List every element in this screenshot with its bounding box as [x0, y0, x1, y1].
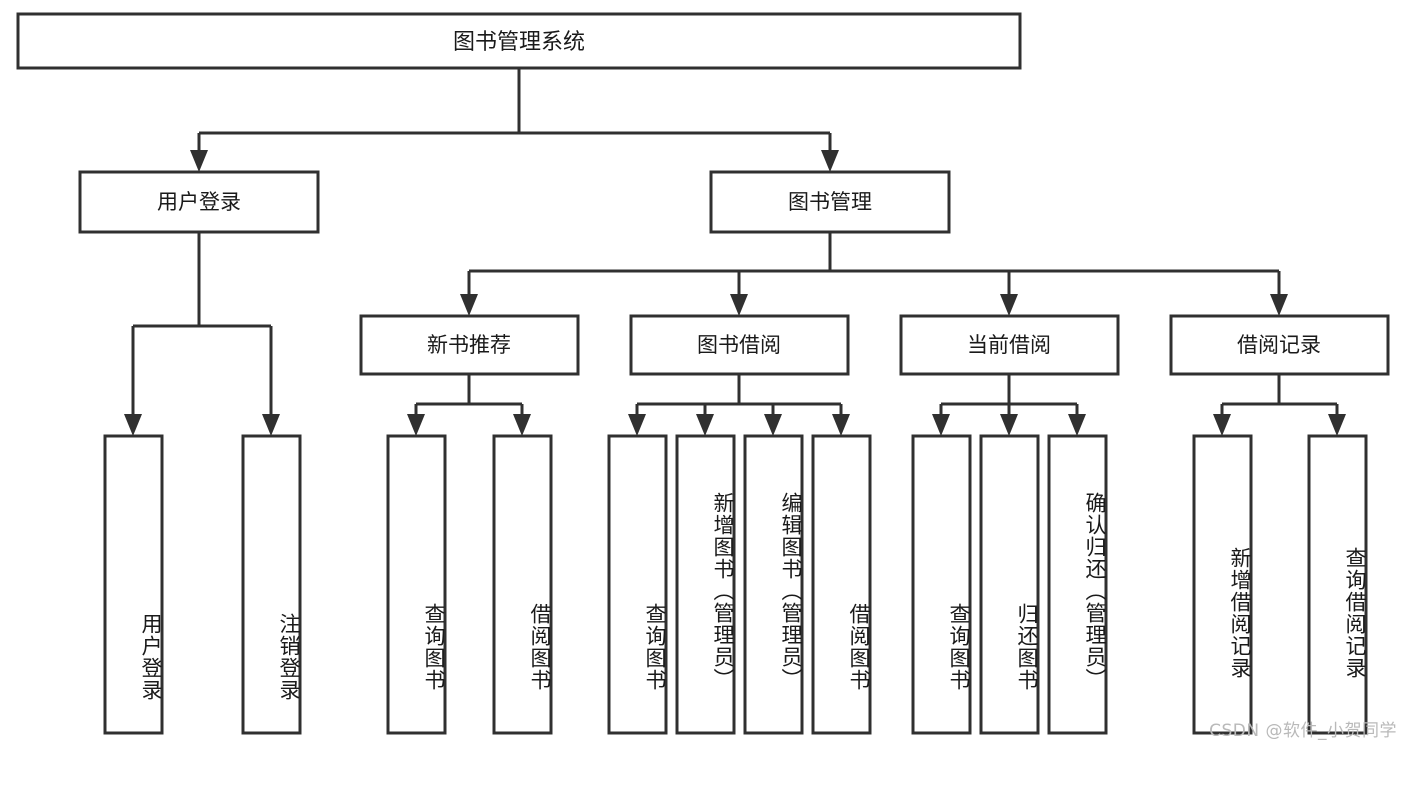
node-box-leaf-query-record[interactable] [1307, 434, 1368, 735]
arrowhead-icon [1328, 414, 1346, 436]
node-box-leaf-user-login[interactable] [103, 434, 164, 735]
arrowhead-icon [460, 294, 478, 316]
node-box-leaf-query-book-3[interactable] [911, 434, 972, 735]
node-box-root[interactable] [16, 12, 1022, 70]
arrowhead-icon [696, 414, 714, 436]
arrowhead-icon [1270, 294, 1288, 316]
node-label-new-book-recommend: 新书推荐 [427, 333, 511, 357]
arrowhead-icon [1068, 414, 1086, 436]
arrowhead-icon [932, 414, 950, 436]
node-box-leaf-edit-book[interactable] [743, 434, 804, 735]
flowchart-canvas: 图书管理系统 用户登录 图书管理 新书推荐 图书借阅 当前借阅 借阅记录 [16, 12, 1390, 735]
node-box-leaf-borrow-book-2[interactable] [811, 434, 872, 735]
node-box-book-borrow[interactable] [629, 314, 850, 376]
arrowhead-icon [1000, 294, 1018, 316]
arrowhead-icon [730, 294, 748, 316]
arrowhead-icon [1000, 414, 1018, 436]
csdn-watermark: CSDN @软件_小贺同学 [1209, 721, 1397, 741]
arrowhead-icon [190, 150, 208, 172]
node-box-leaf-query-book-1[interactable] [386, 434, 447, 735]
node-box-leaf-query-book-2[interactable] [607, 434, 668, 735]
node-box-book-manage[interactable] [709, 170, 951, 234]
node-box-user-login[interactable] [78, 170, 320, 234]
arrowhead-icon [628, 414, 646, 436]
node-label-root: 图书管理系统 [453, 30, 585, 55]
flowchart-diagram: 图书管理系统 用户登录 图书管理 新书推荐 图书借阅 当前借阅 借阅记录 [16, 12, 1397, 741]
node-label-book-borrow: 图书借阅 [697, 333, 781, 357]
node-box-current-borrow[interactable] [899, 314, 1120, 376]
node-label-borrow-record: 借阅记录 [1237, 333, 1321, 357]
arrowhead-icon [832, 414, 850, 436]
node-box-leaf-logout-login[interactable] [241, 434, 302, 735]
arrowhead-icon [262, 414, 280, 436]
node-box-leaf-borrow-book-1[interactable] [492, 434, 553, 735]
arrowhead-icon [764, 414, 782, 436]
arrowhead-layer [124, 150, 1346, 436]
node-label-user-login: 用户登录 [157, 190, 241, 214]
node-box-leaf-confirm-return[interactable] [1047, 434, 1108, 735]
node-label-book-manage: 图书管理 [788, 190, 872, 214]
node-box-borrow-record[interactable] [1169, 314, 1390, 376]
arrowhead-icon [124, 414, 142, 436]
node-box-new-book-recommend[interactable] [359, 314, 580, 376]
arrowhead-icon [407, 414, 425, 436]
node-box-leaf-return-book[interactable] [979, 434, 1040, 735]
arrowhead-icon [821, 150, 839, 172]
arrowhead-icon [1213, 414, 1231, 436]
node-box-leaf-add-book[interactable] [675, 434, 736, 735]
node-box-leaf-add-record[interactable] [1192, 434, 1253, 735]
node-layer: 图书管理系统 用户登录 图书管理 新书推荐 图书借阅 当前借阅 借阅记录 [16, 12, 1390, 735]
node-label-current-borrow: 当前借阅 [967, 333, 1051, 357]
arrowhead-icon [513, 414, 531, 436]
